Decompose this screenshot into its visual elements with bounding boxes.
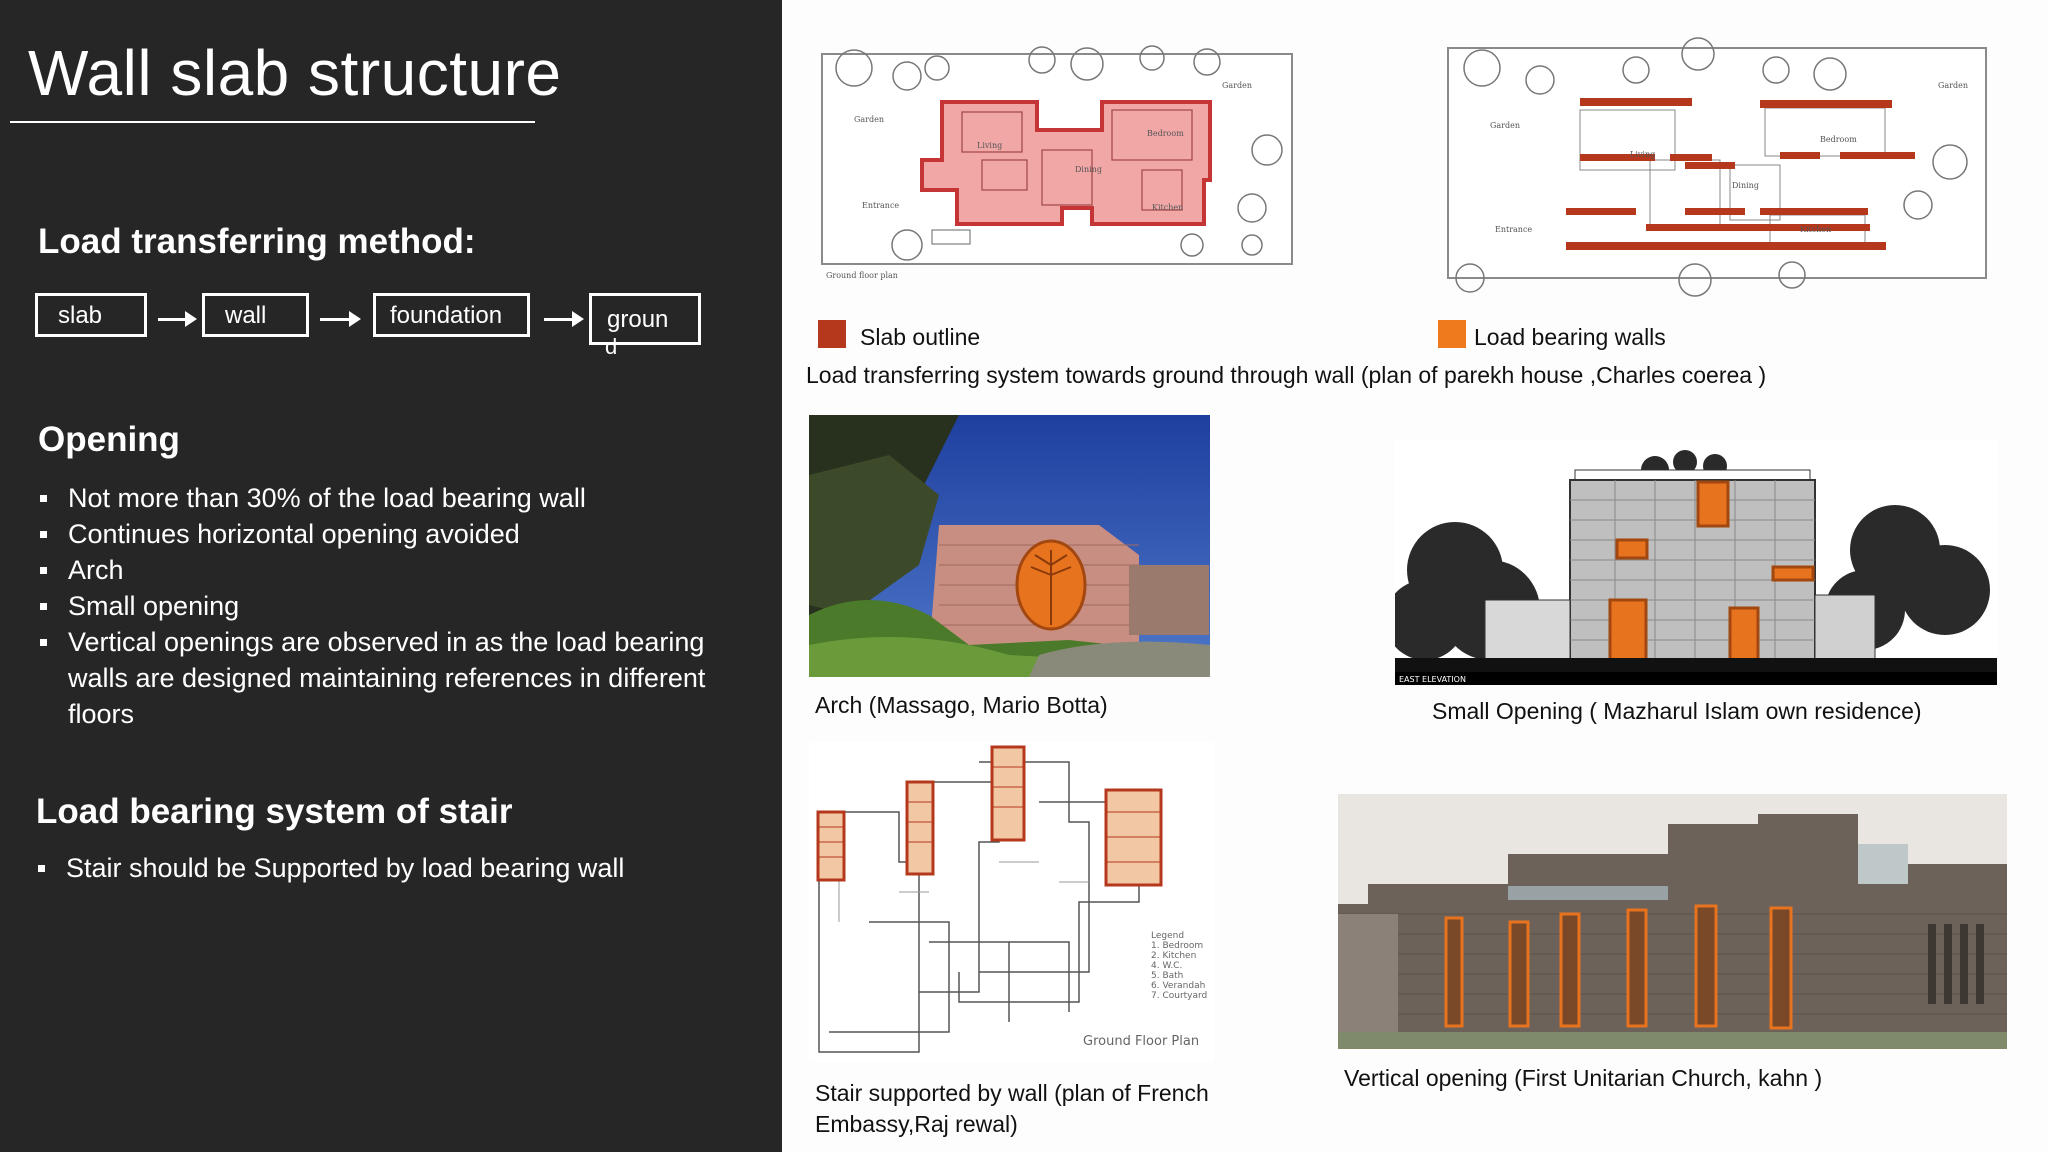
flow-box-foundation: foundation (373, 293, 530, 337)
legend-swatch-slab (818, 320, 846, 348)
opening-list: Not more than 30% of the load bearing wa… (38, 480, 758, 732)
flow-label-slab: slab (58, 302, 103, 329)
stair-legend-1: 1. Bedroom (1151, 941, 1203, 951)
stair-caption-line-1: Stair supported by wall (plan of French (815, 1080, 1209, 1106)
plan2-label-garden: Garden (1490, 121, 1520, 130)
plan-label-garden-2: Garden (1222, 81, 1252, 90)
flow-label-ground: groun (607, 306, 669, 333)
plan2-label-garden-2: Garden (1938, 81, 1968, 90)
plan-slab-outline: Garden Garden Living Dining Kitchen Bedr… (812, 40, 1314, 300)
plan-label-dining: Dining (1075, 165, 1102, 174)
arch-caption: Arch (Massago, Mario Botta) (815, 692, 1108, 718)
plan2-label-dining: Dining (1732, 181, 1759, 190)
vertical-opening-photo (1338, 794, 2007, 1049)
plan-load-bearing-walls: Garden Garden Living Dining Kitchen Bedr… (1440, 30, 2000, 310)
stair-caption-line-2: Embassy,Raj rewal) (815, 1111, 1018, 1137)
stair-legend-4: 5. Bath (1151, 971, 1183, 981)
plan2-label-living: Living (1630, 150, 1655, 159)
plan-label-living: Living (977, 141, 1002, 150)
flow-label-ground-overflow: d (605, 334, 618, 359)
list-item: Arch (38, 552, 758, 588)
stair-legend-title: Legend (1151, 931, 1184, 941)
slide-title: Wall slab structure (28, 37, 562, 109)
flow-box-ground: groun (589, 293, 701, 345)
plan-caption: Load transferring system towards ground … (806, 362, 1767, 388)
arch-photo (809, 415, 1210, 677)
stair-legend-2: 2. Kitchen (1151, 951, 1196, 961)
stair-list: Stair should be Supported by load bearin… (36, 850, 756, 886)
flow-arrow-icon (158, 311, 197, 327)
load-heading: Load transferring method: (38, 222, 476, 261)
legend-swatch-walls (1438, 320, 1466, 348)
stair-heading: Load bearing system of stair (36, 792, 513, 831)
flow-label-foundation: foundation (390, 302, 503, 329)
stair-legend-3: 4. W.C. (1151, 961, 1182, 971)
plan2-label-entrance: Entrance (1495, 225, 1532, 234)
flow-box-slab: slab (35, 293, 147, 337)
stair-legend-5: 6. Verandah (1151, 981, 1205, 991)
stair-legend-6: 7. Courtyard (1151, 991, 1207, 1001)
plan-label-ground-floor: Ground floor plan (826, 271, 898, 280)
flow-arrow-icon (320, 311, 361, 327)
left-panel: Wall slab structure Load transferring me… (0, 0, 782, 1152)
list-item: Continues horizontal opening avoided (38, 516, 758, 552)
plan2-label-bedroom: Bedroom (1820, 135, 1857, 144)
small-opening-elevation: EAST ELEVATION (1395, 440, 1997, 685)
plan-label-bedroom: Bedroom (1147, 129, 1184, 138)
list-item: Not more than 30% of the load bearing wa… (38, 480, 758, 516)
vertical-opening-caption: Vertical opening (First Unitarian Church… (1344, 1065, 1823, 1091)
plan-label-kitchen: Kitchen (1152, 203, 1183, 212)
opening-heading: Opening (38, 420, 180, 459)
plan-label-entrance: Entrance (862, 201, 899, 210)
small-opening-caption: Small Opening ( Mazharul Islam own resid… (1432, 698, 1922, 724)
list-item: Vertical openings are observed in as the… (38, 624, 758, 732)
east-elevation-label: EAST ELEVATION (1399, 675, 1466, 684)
legend-label-slab: Slab outline (860, 324, 981, 350)
list-item: Stair should be Supported by load bearin… (36, 850, 756, 886)
title-underline (10, 121, 535, 123)
stair-plan: Legend 1. Bedroom 2. Kitchen 4. W.C. 5. … (809, 742, 1214, 1062)
stair-plan-title: Ground Floor Plan (1083, 1034, 1199, 1049)
plan-label-garden: Garden (854, 115, 884, 124)
plan2-label-kitchen: Kitchen (1800, 225, 1831, 234)
flow-box-wall: wall (202, 293, 309, 337)
list-item: Small opening (38, 588, 758, 624)
flow-arrow-icon (544, 311, 584, 327)
flow-label-wall: wall (225, 302, 267, 329)
legend-label-walls: Load bearing walls (1474, 324, 1666, 350)
